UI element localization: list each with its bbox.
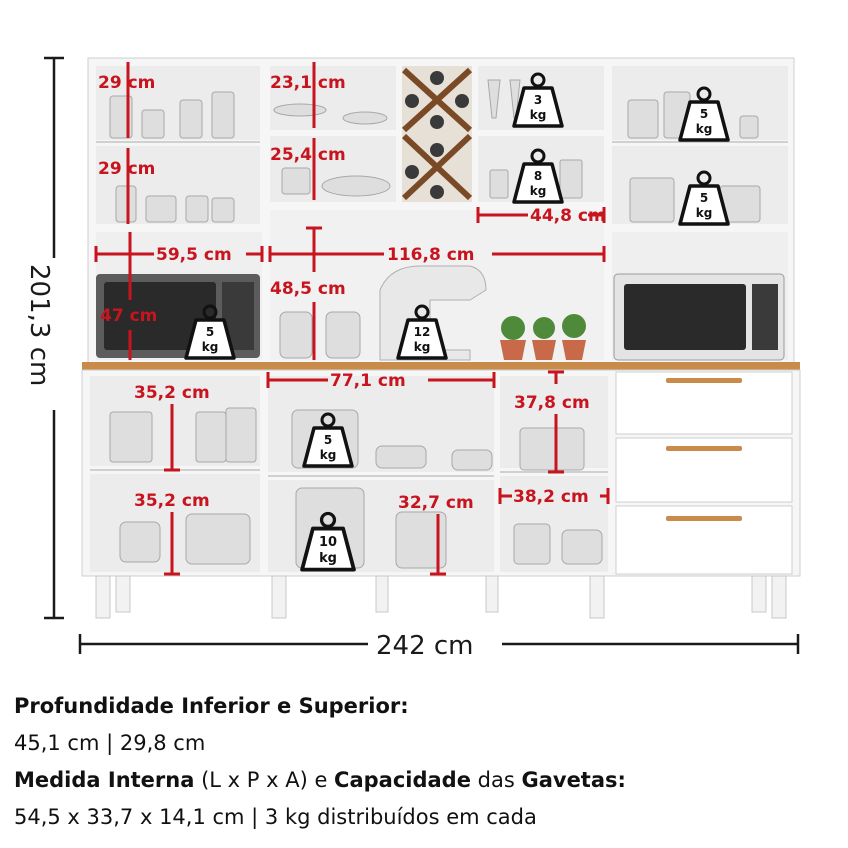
weight-value: 8 [534,169,542,183]
drawers-label: Gavetas: [521,768,626,792]
drawers-of-label: das [470,768,522,792]
caption: Profundidade Inferior e Superior: 45,1 c… [14,688,834,836]
depth-values: 45,1 cm | 29,8 cm [14,731,206,755]
dim-total-width: 242 cm [376,631,474,661]
overall-dimensions [44,56,800,654]
weight-value: 5 [206,325,214,339]
dim-top-left-shelf-1: 29 cm [98,73,155,93]
dim-bottom-center-width: 77,1 cm [330,371,406,391]
drawers [615,371,793,575]
weight-icon-w-top-5b: 5kg [678,170,730,226]
internal-dims-label: (L x P x A) e [194,768,335,792]
internal-capacity-title: Medida Interna (L x P x A) e Capacidade … [14,762,834,799]
weight-unit: kg [530,108,547,122]
weight-value: 3 [534,93,542,107]
weight-unit: kg [202,340,219,354]
dim-top-center-width: 116,8 cm [387,245,474,265]
weight-icon-w-micro-5: 5kg [184,304,236,360]
cabinet-legs [95,575,787,619]
dim-bottom-right-width: 38,2 cm [513,487,589,507]
dim-top-center-shelf-2: 25,4 cm [270,145,346,165]
dim-top-center-shelf-1: 23,1 cm [270,73,346,93]
wine-rack [401,67,473,201]
microwave-right [613,273,785,361]
weight-icon-w-top-3: 3kg [512,72,564,128]
dim-center-niche-height: 48,5 cm [270,279,346,299]
weight-icon-w-top-5a: 5kg [678,86,730,142]
dim-bottom-left-shelf-1: 35,2 cm [134,383,210,403]
weight-unit: kg [530,184,547,198]
weight-icon-w-top-8: 8kg [512,148,564,204]
capacity-label: Capacidade [334,768,471,792]
countertop [82,362,800,370]
dim-bottom-left-shelf-2: 35,2 cm [134,491,210,511]
plants [500,314,586,360]
red-dimension-labels: 29 cm 29 cm 23,1 cm 25,4 cm 44,8 cm 59,5… [98,73,606,513]
weight-unit: kg [696,122,713,136]
dim-bottom-right-upper: 37,8 cm [514,393,590,413]
dim-top-left-width: 59,5 cm [156,245,232,265]
dim-bottom-center-lower: 32,7 cm [398,493,474,513]
drawer-values: 54,5 x 33,7 x 14,1 cm | 3 kg distribuído… [14,805,537,829]
dim-top-left-shelf-2: 29 cm [98,159,155,179]
weight-unit: kg [319,551,337,566]
weight-value: 12 [414,325,431,339]
red-dimension-lines [94,62,610,576]
dim-top-right-niche-width: 44,8 cm [530,206,606,226]
weight-icon-w-pots-5: 5kg [302,412,354,468]
microwave-left [96,274,260,358]
weight-unit: kg [414,340,431,354]
weight-value: 5 [700,191,708,205]
weight-unit: kg [696,206,713,220]
dim-microwave-niche-height: 47 cm [100,306,157,326]
weight-value: 10 [319,535,337,550]
depth-title: Profundidade Inferior e Superior: [14,694,409,718]
dim-total-height: 201,3 cm [24,264,54,386]
weight-value: 5 [700,107,708,121]
internal-measure-label: Medida Interna [14,768,195,792]
weight-value: 5 [324,433,332,447]
weight-unit: kg [320,448,337,462]
